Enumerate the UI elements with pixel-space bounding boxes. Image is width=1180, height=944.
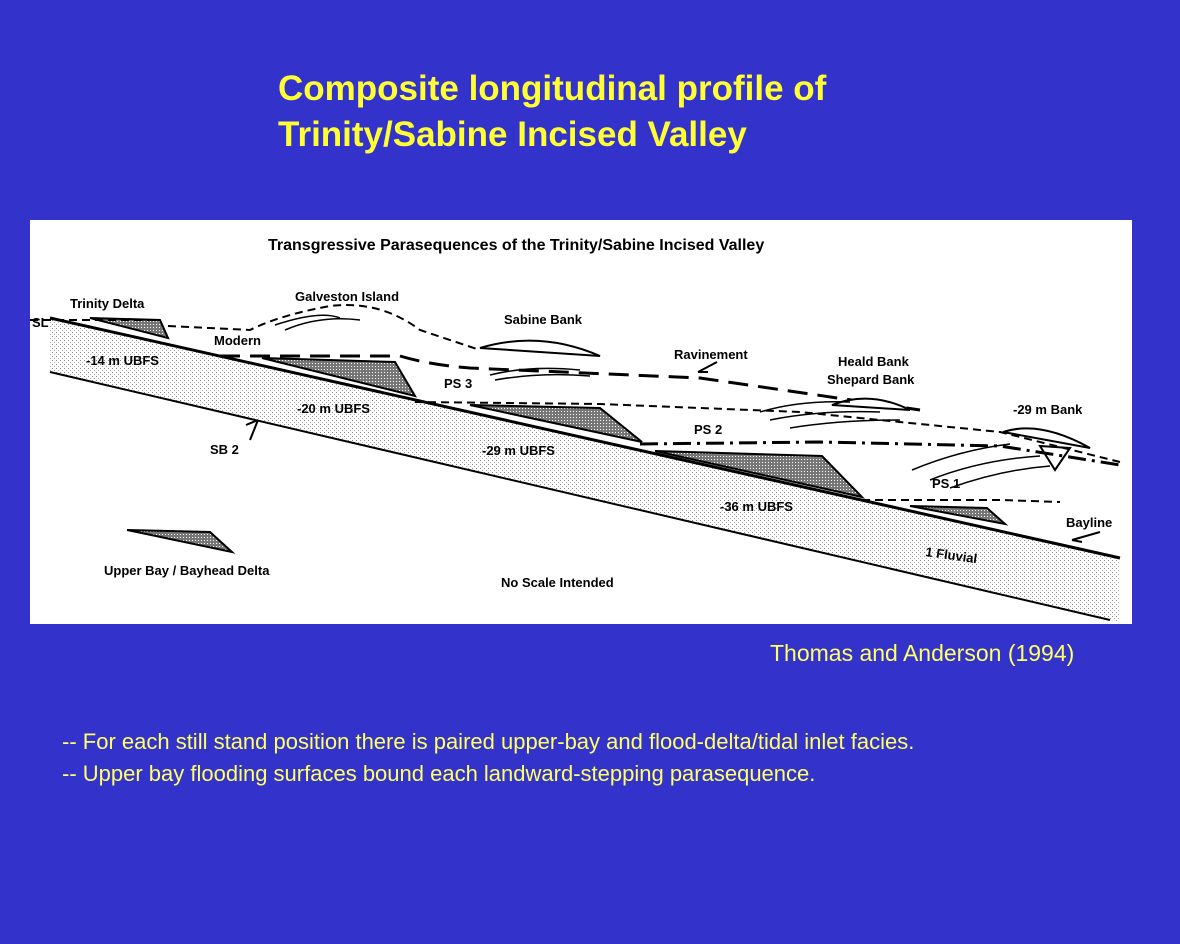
sb2-surface [49, 371, 1111, 621]
label-shepard-bank: Shepard Bank [827, 372, 915, 387]
delta-ps3 [469, 404, 643, 443]
delta-ps1 [909, 505, 1009, 526]
label-ps2: PS 2 [694, 422, 722, 437]
label-ps1: PS 1 [932, 476, 960, 491]
legend-swatch [126, 529, 236, 554]
label-sb2: SB 2 [210, 442, 239, 457]
label-galveston-island: Galveston Island [295, 289, 399, 304]
diagram-title: Transgressive Parasequences of the Trini… [268, 237, 764, 254]
profile-svg: Transgressive Parasequences of the Trini… [30, 237, 1121, 622]
valley-fill [50, 318, 1120, 622]
legend-label: Upper Bay / Bayhead Delta [104, 563, 270, 578]
label-ravinement: Ravinement [674, 347, 748, 362]
bayline-surface [49, 316, 1121, 560]
label-20m-ubfs: -20 m UBFS [297, 401, 370, 416]
label-trinity-delta: Trinity Delta [70, 296, 145, 311]
profile-diagram: Transgressive Parasequences of the Trini… [30, 220, 1132, 624]
label-29m-ubfs: -29 m UBFS [482, 443, 555, 458]
label-modern: Modern [214, 333, 261, 348]
bullet-item: -- Upper bay flooding surfaces bound eac… [62, 761, 816, 786]
label-bayline: Bayline [1066, 515, 1112, 530]
label-36m-ubfs: -36 m UBFS [720, 499, 793, 514]
delta-modern [261, 357, 418, 398]
slide-title: Composite longitudinal profile of Trinit… [278, 66, 826, 158]
citation: Thomas and Anderson (1994) [770, 640, 1075, 666]
label-sl: SL [32, 315, 49, 330]
bullet-list: -- For each still stand position there i… [62, 726, 914, 790]
label-heald-bank: Heald Bank [838, 354, 910, 369]
title-line-1: Composite longitudinal profile of [278, 69, 827, 108]
delta-ps2 [654, 450, 866, 499]
label-ps3: PS 3 [444, 376, 472, 391]
title-line-2: Trinity/Sabine Incised Valley [278, 115, 747, 154]
label-sabine-bank: Sabine Bank [504, 312, 583, 327]
label-29m-bank: -29 m Bank [1013, 402, 1083, 417]
label-fluvial: 1 Fluvial [925, 544, 979, 566]
bullet-item: -- For each still stand position there i… [62, 729, 915, 754]
no-scale-note: No Scale Intended [501, 575, 614, 590]
label-14m-ubfs: -14 m UBFS [86, 353, 159, 368]
surfaces [30, 304, 1121, 543]
